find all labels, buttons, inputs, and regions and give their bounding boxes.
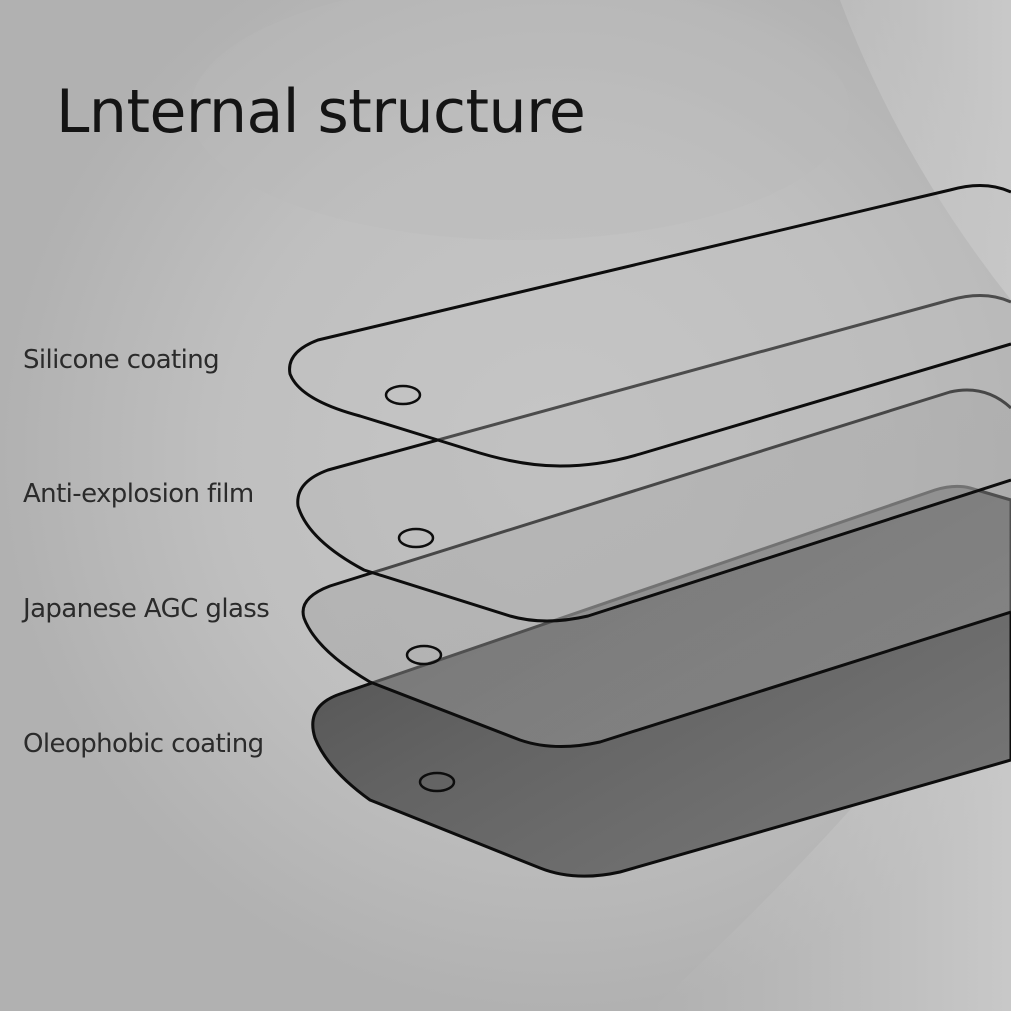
label-japanese-agc-glass: Japanese AGC glass xyxy=(23,594,270,624)
camera-cutout-3 xyxy=(405,644,443,666)
label-silicone-coating: Silicone coating xyxy=(23,345,220,375)
label-oleophobic-coating: Oleophobic coating xyxy=(23,729,264,759)
layer-anti-explosion-film xyxy=(296,294,1011,623)
page-title: Lnternal structure xyxy=(56,77,586,147)
camera-cutout-4 xyxy=(418,771,456,793)
layer-silicone-coating xyxy=(288,184,1011,468)
camera-cutout-1 xyxy=(384,384,422,406)
camera-cutout-2 xyxy=(397,527,435,549)
label-anti-explosion-film: Anti-explosion film xyxy=(23,479,254,509)
layer-agc-glass xyxy=(301,388,1011,748)
